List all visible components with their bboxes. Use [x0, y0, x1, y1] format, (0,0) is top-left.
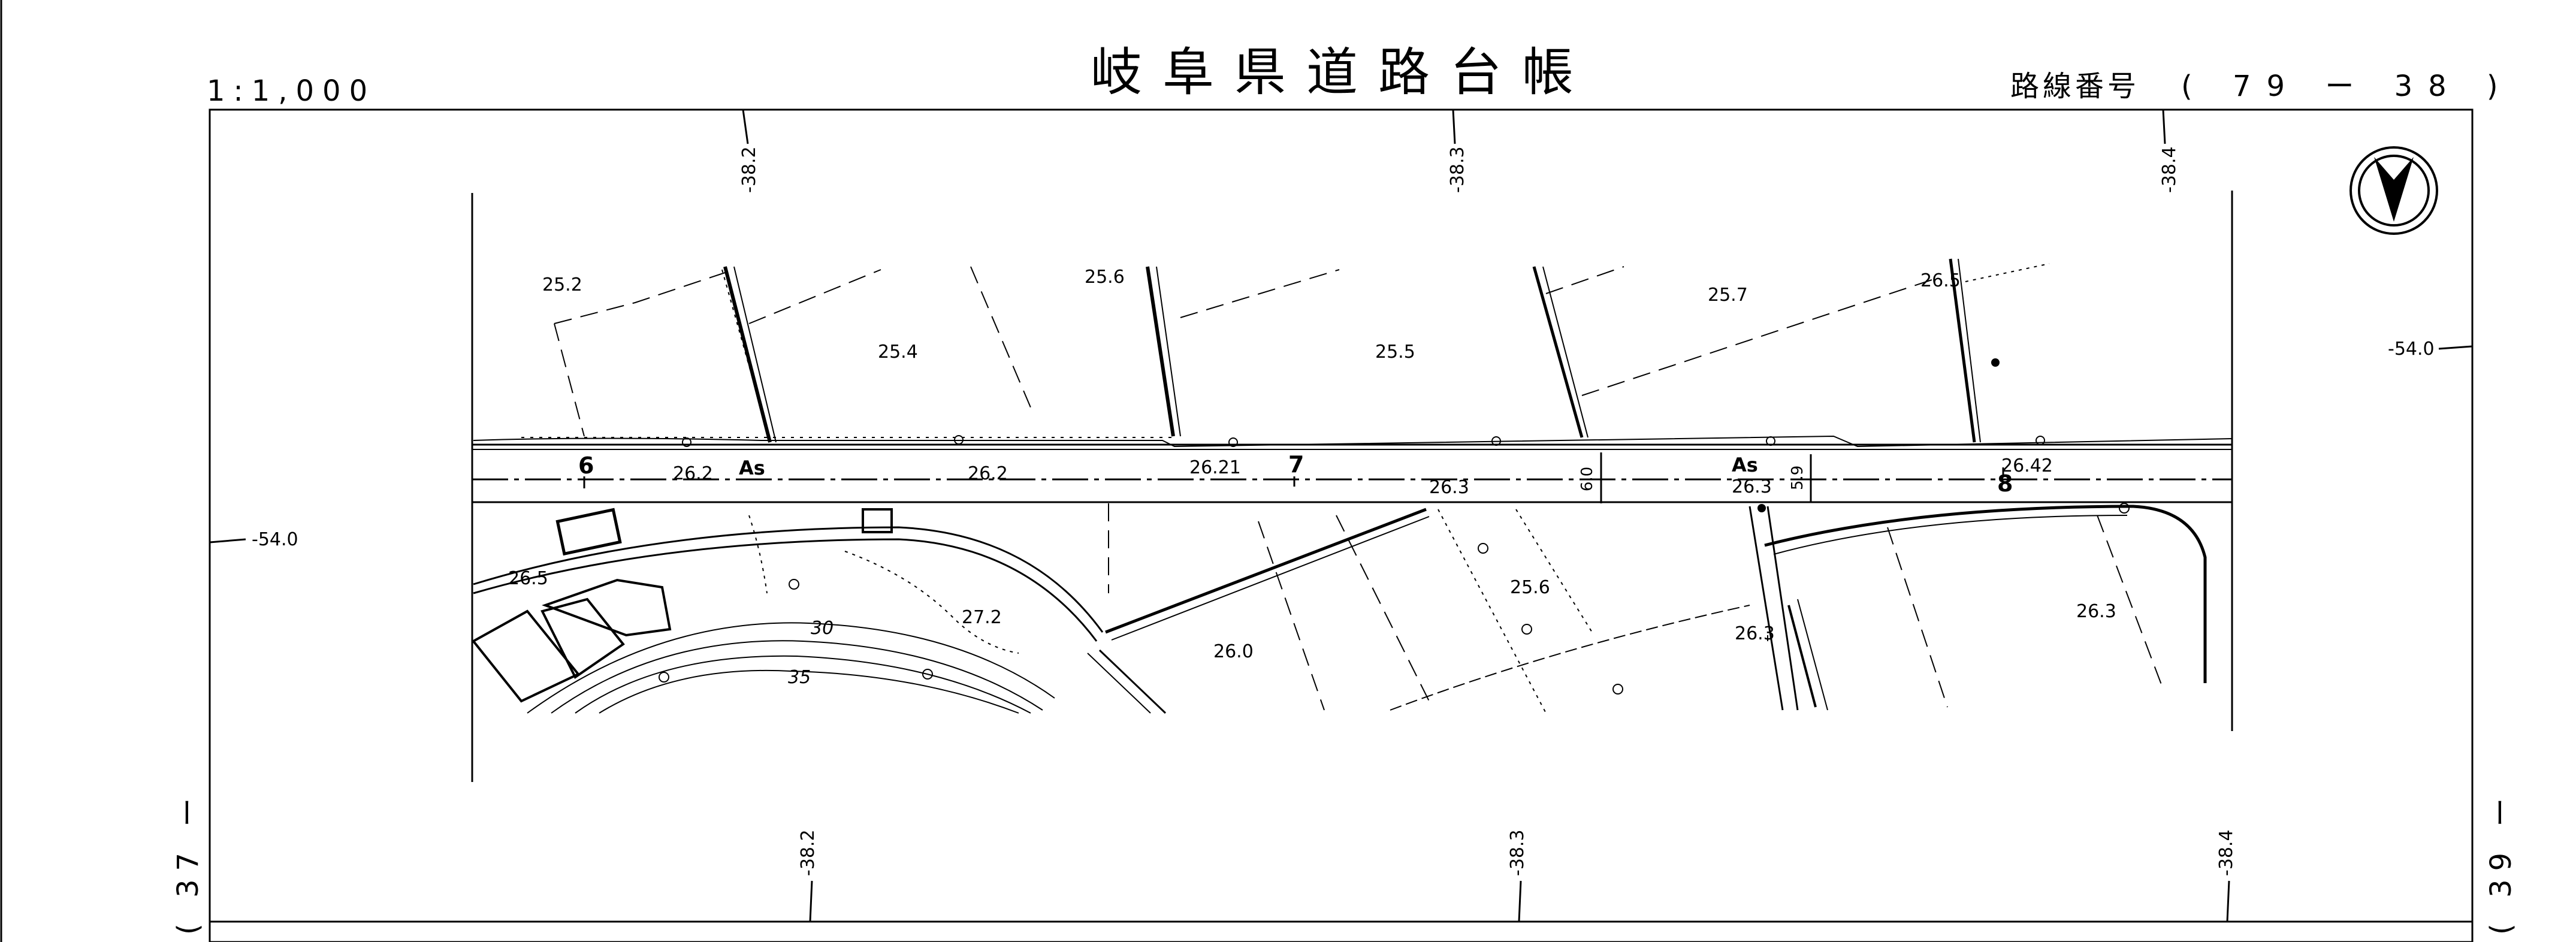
grid-label-top: -38.3 — [1447, 146, 1468, 193]
station-label: 7 — [1288, 451, 1304, 478]
elevation-label: 25.4 — [878, 342, 918, 363]
elevation-label: 26.2 — [968, 463, 1008, 484]
route-label: 路線番号 — [2010, 70, 2140, 103]
elevation-label: 26.42 — [2001, 455, 2053, 476]
elevation-label: 26.3 — [1732, 476, 1772, 497]
route-number: ( 79 ー 38 ) — [2181, 70, 2514, 103]
map-title: 岐阜県道路台帳 — [1091, 43, 1594, 102]
surface-label: As — [1732, 454, 1758, 476]
elevation-label: 26.3 — [1429, 477, 1469, 498]
north-arrow-icon — [2349, 146, 2438, 235]
adjacent-sheet-left: ( 37 ー — [171, 790, 205, 935]
grid-label-top: -38.2 — [739, 146, 760, 193]
contour-label: 35 — [788, 667, 811, 688]
north-parcels — [521, 258, 2050, 443]
monument-marks — [659, 358, 2130, 695]
elevation-label: 26.0 — [1213, 641, 1254, 662]
road — [472, 435, 2233, 503]
south-parcels — [471, 503, 2207, 714]
grid-label-bottom: -38.2 — [798, 829, 819, 876]
elevation-label: 26.5 — [508, 568, 548, 589]
elevation-label: 27.2 — [962, 607, 1002, 628]
elevation-label: 25.6 — [1510, 577, 1550, 598]
contour-label: 30 — [811, 618, 833, 639]
grid-label-bottom: -38.4 — [2216, 829, 2237, 876]
road-width: 5.9 — [1789, 466, 1807, 490]
grid-label-left: -54.0 — [252, 529, 298, 550]
station-label: 8 — [1997, 470, 2013, 497]
elevation-label: 25.6 — [1085, 267, 1125, 288]
elevation-label: 26.21 — [1189, 457, 1241, 478]
grid-label-right: -54.0 — [2388, 339, 2435, 360]
station-label: 6 — [578, 452, 594, 479]
elevation-label: 26.2 — [673, 463, 713, 484]
elevation-label: 25.2 — [542, 274, 582, 295]
adjacent-sheet-right: ( 39 ー — [2484, 790, 2518, 935]
scale-label: 1:1,000 — [207, 74, 376, 108]
elevation-label: 26.3 — [1735, 623, 1775, 644]
road-width: 6.0 — [1578, 467, 1596, 491]
surface-label: As — [739, 457, 765, 479]
elevation-label: 25.7 — [1708, 285, 1748, 306]
elevation-label: 26.5 — [1920, 270, 1961, 291]
elevation-label: 26.3 — [2076, 601, 2116, 622]
elevation-label: 25.5 — [1375, 342, 1415, 363]
grid-label-bottom: -38.3 — [1507, 829, 1528, 876]
grid-label-top: -38.4 — [2159, 146, 2180, 193]
map-frame — [209, 108, 2474, 942]
